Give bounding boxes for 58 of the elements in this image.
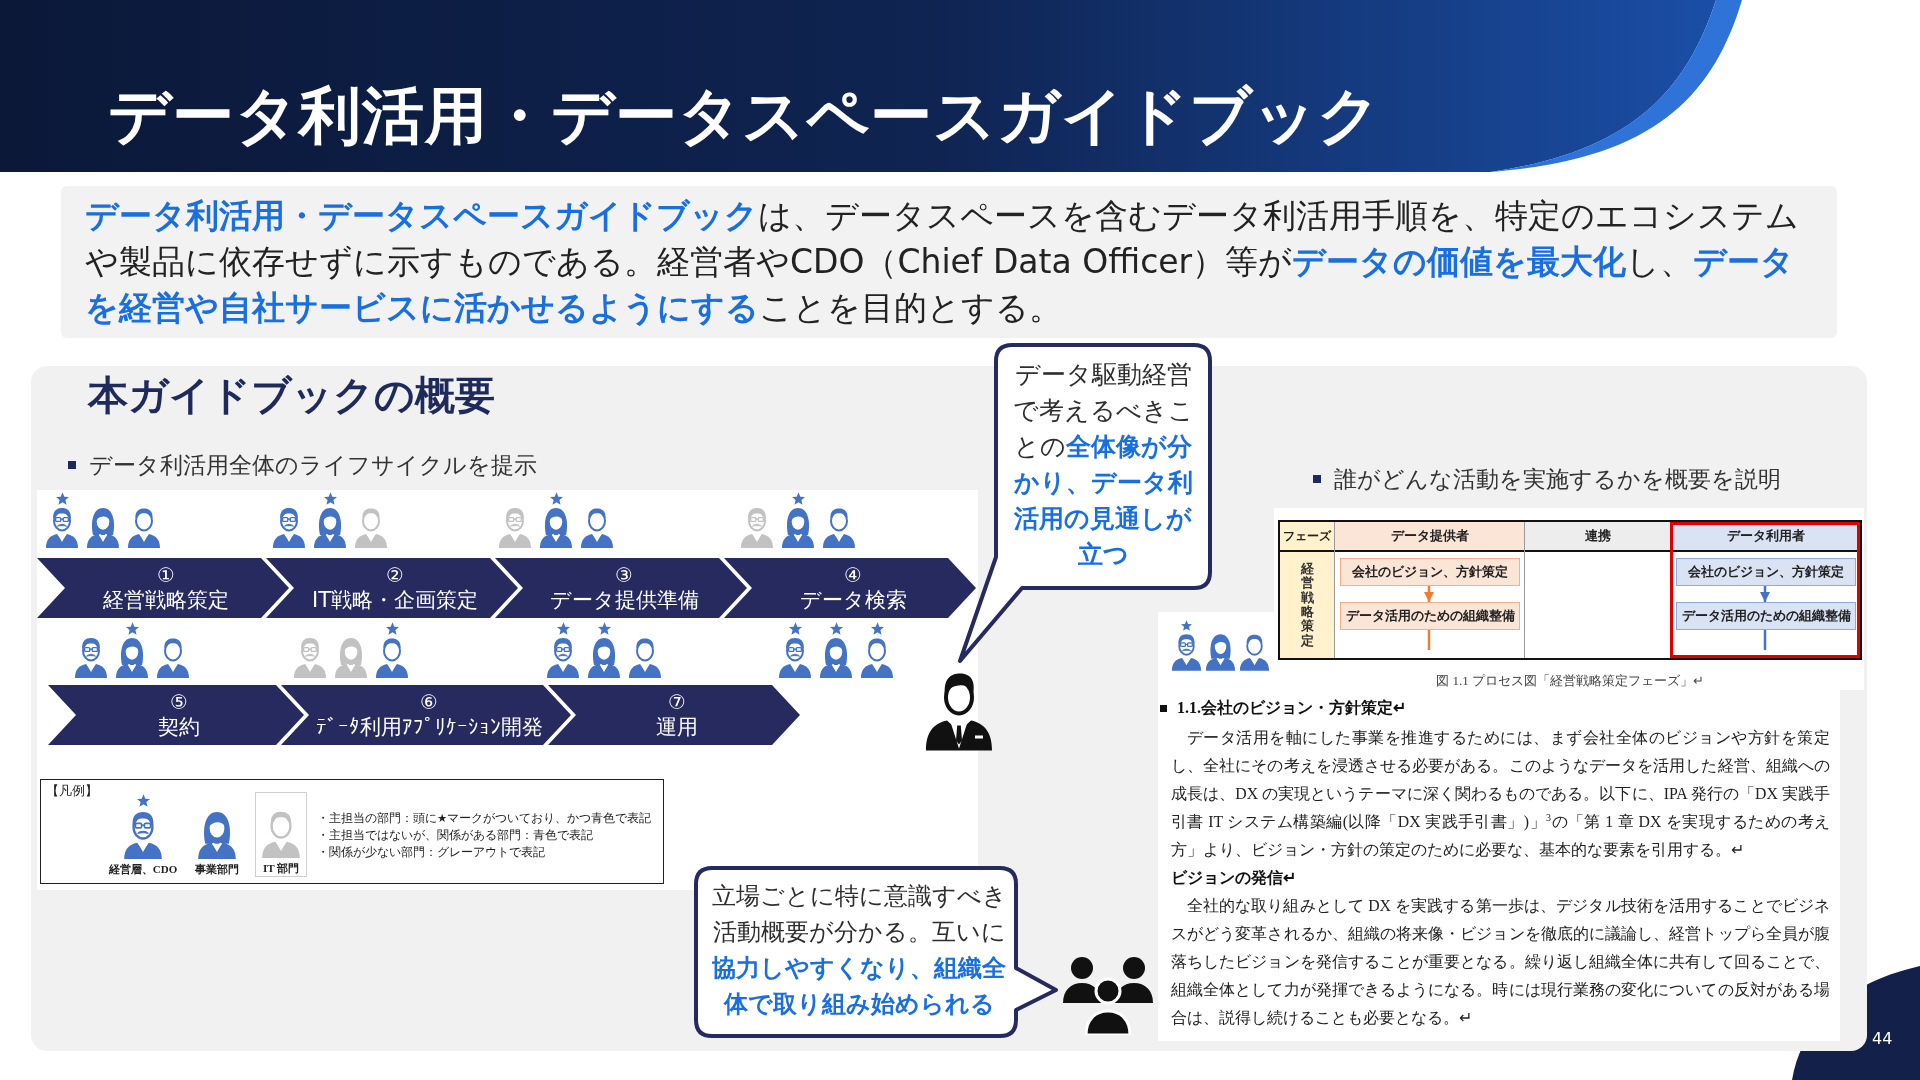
bullet-text: データ利活用全体のライフサイクルを提示	[89, 451, 537, 480]
column-header: データ提供者	[1335, 522, 1524, 552]
figure-caption: 図 1.1 プロセス図「経営戦略策定フェーズ」↵	[1435, 672, 1705, 690]
legend-label: 経営層、CDO	[108, 862, 178, 876]
bubble-text: 立場ごとに特に意識すべき活動概要が分かる。互いに協力しやすくなり、組織全体で取り組み始められる	[710, 881, 1008, 1020]
legend-label: 事業部門	[195, 862, 239, 876]
swimlane	[1524, 522, 1670, 658]
connector-line	[1427, 630, 1431, 650]
step-label: 運用	[656, 713, 698, 740]
process-box: 会社のビジョン、方針策定	[1340, 558, 1520, 586]
step-label: データ検索	[799, 586, 907, 613]
step-number: ①	[157, 563, 175, 587]
intro-text: データ利活用・データスペースガイドブックは、データスペースを含むデータ利活用手順を、特定のエコシステムや製品に依存せずに示すものである。経営者やCDO（Chief Data Officer）等がデータの価値を最大化し、データを経営や自社サービスに活かせるようにすることを目的とする。	[85, 195, 1800, 329]
legend-note: ・主担当の部門：頭に★マークがついており、かつ青色で表記	[317, 810, 652, 827]
process-box: データ活用のための組織整備	[1676, 602, 1856, 630]
speech-bubble	[956, 343, 1214, 665]
step-number: ③	[615, 563, 633, 587]
legend-title: 【凡例】	[46, 783, 98, 799]
chevron-step	[37, 558, 289, 618]
chevron-step	[724, 558, 976, 618]
step-label: データ提供準備	[549, 586, 699, 613]
speech-bubble	[694, 866, 1060, 1038]
step-number: ⑤	[170, 690, 188, 714]
page-number: 44	[1872, 1029, 1893, 1049]
phase-label: 経営戦略策定	[1280, 552, 1334, 658]
subheading: ビジョンの発信↵	[1171, 868, 1297, 888]
step-label: IT戦略・企画策定	[312, 586, 478, 613]
paragraph: 全社的な取り組みとして DX を実践する第一歩は、デジタル技術を活用することでビジネスがどう変革されるか、組織の将来像・ビジョンを徹底的に議論し、経営トップら全員が腹落ちしたビジョンを発信することが重要となる。繰り返し組織全体に共有して回ることで、組織全体として力が発揮できるようになる。時には現行業務の変化についての反対がある場合は、説得し続けることも必要となる。↵	[1171, 896, 1830, 1028]
step-label: 経営戦略策定	[103, 586, 229, 613]
step-number: ⑥	[420, 690, 438, 714]
section-title: 1.1.会社のビジョン・方針策定↵	[1177, 698, 1406, 718]
step-number: ④	[844, 563, 862, 587]
step-number: ②	[386, 563, 404, 587]
chevron-step	[495, 558, 747, 618]
column-header: 連携	[1525, 522, 1670, 552]
bubble-text: データ駆動経営で考えるべきことの全体像が分かり、データ利活用の見通しが立つ	[1011, 359, 1195, 571]
column-header: フェーズ	[1280, 522, 1334, 552]
page-title: データ利活用・データスペースガイドブック	[108, 80, 1381, 152]
paragraph: データ活用を軸にした事業を推進するためには、まず会社全体のビジョンや方針を策定し、全社にその考えを浸透させる必要がある。このようなデータを活用した経営、組織への成長は、DX の実現というテーマに深く関わるものである。以下に、IPA 発行の「DX 実践手引書 IT システム構築編(以降「DX 実践手引書」)」$^{3}$の「第 1 章 DX を実現するための考え方」より、ビジョン・方針の策定のために必要な、基本的な要素を引用する。↵	[1171, 728, 1830, 860]
bullet-text: 誰がどんな活動を実施するかを概要を説明	[1334, 465, 1781, 494]
legend-note: ・関係が少ない部門：グレーアウトで表記	[317, 844, 546, 861]
arrow	[1760, 586, 1770, 602]
chevron-step	[548, 685, 800, 745]
section-heading: 本ガイドブックの概要	[88, 372, 495, 418]
step-label: 契約	[158, 713, 200, 740]
legend-label: IT 部門	[262, 861, 300, 875]
arrow	[1424, 586, 1434, 602]
step-number: ⑦	[668, 690, 686, 714]
process-box: 会社のビジョン、方針策定	[1676, 558, 1856, 586]
legend-note: ・主担当ではないが、関係がある部門：青色で表記	[317, 827, 594, 844]
connector-line	[1763, 630, 1767, 650]
chevron-step	[48, 685, 304, 745]
step-label: ﾃﾞｰﾀ利用ｱﾌﾟﾘｹｰｼｮﾝ開発	[315, 713, 543, 740]
process-box: データ活用のための組織整備	[1340, 602, 1520, 630]
swimlane	[1670, 522, 1860, 658]
column-header: データ利用者	[1671, 522, 1860, 552]
chevron-step	[266, 558, 518, 618]
swimlane	[1334, 522, 1524, 658]
